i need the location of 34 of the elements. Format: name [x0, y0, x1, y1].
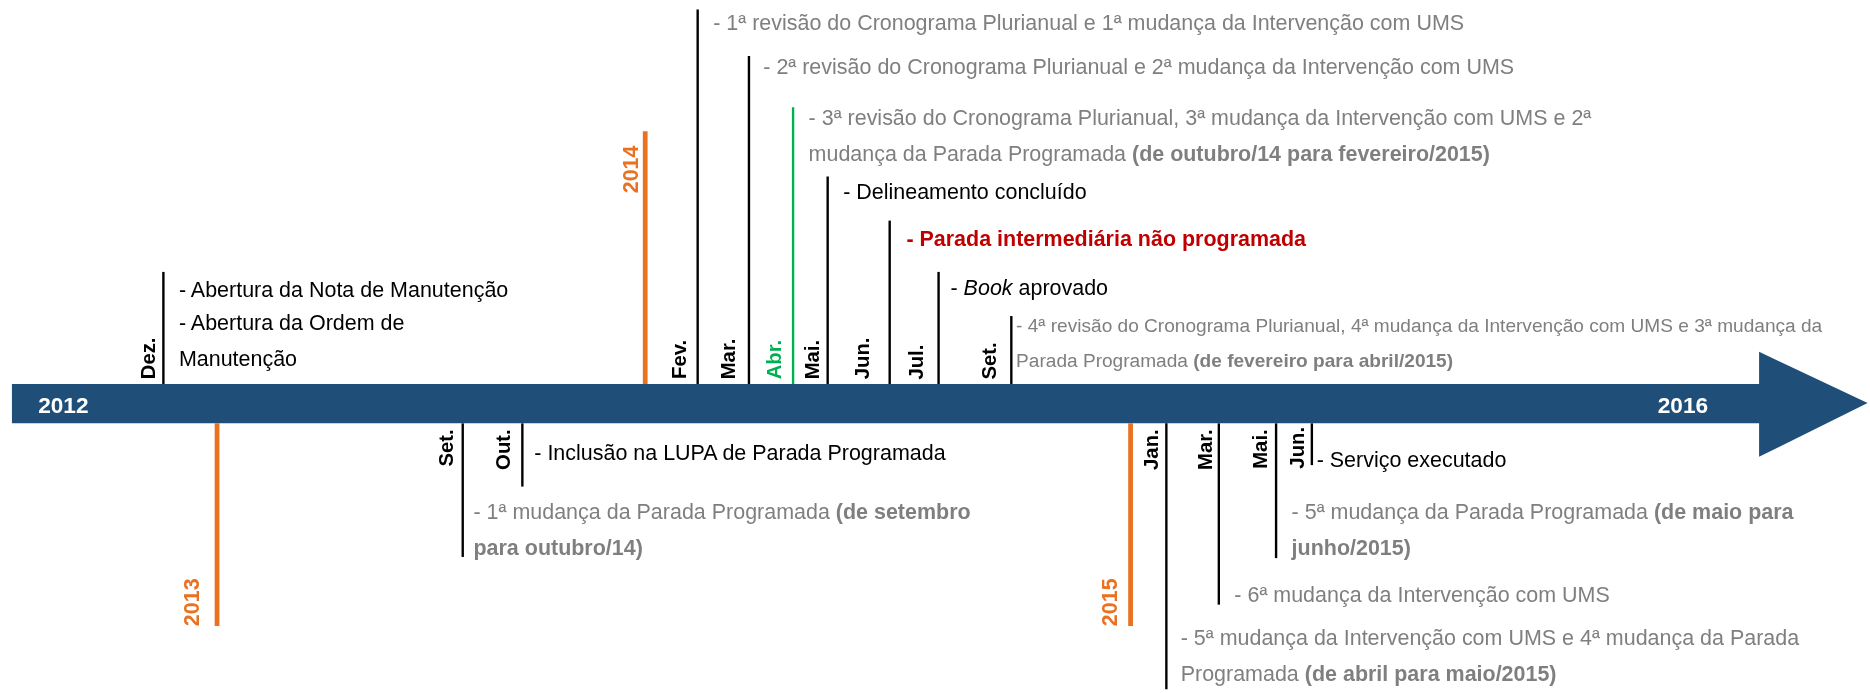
event-note: - 3ª revisão do Cronograma Plurianual, 3ª mudança da Intervenção com UMS e 2ª mudança da Parada Programada (de outubro/14 para fevereiro/2015) [808, 105, 1593, 168]
month-label: Mar. [1192, 429, 1218, 470]
event-note: - Abertura da Nota de Manutenção [178, 276, 509, 304]
event-note: - Inclusão na LUPA de Parada Programada [534, 440, 946, 468]
event-note: - 2ª revisão do Cronograma Plurianual e 2ª mudança da Intervenção com UMS [763, 53, 1515, 81]
year-label: 2016 [1657, 391, 1709, 420]
event-note: - 5ª mudança da Parada Programada (de maio para junho/2015) [1291, 498, 1795, 562]
event-note: - Parada intermediária não programada [906, 225, 1307, 253]
month-label: Abr. [762, 339, 787, 380]
month-label: Dez. [136, 337, 161, 380]
month-label: Mai. [800, 339, 826, 380]
month-label: Mar. [715, 338, 741, 380]
month-label: Jul. [904, 344, 929, 380]
event-note: - 1ª mudança da Parada Programada (de setembro para outubro/14) [473, 498, 972, 562]
event-note: - 1ª revisão do Cronograma Plurianual e 1ª mudança da Intervenção com UMS [713, 9, 1465, 37]
month-label: Out. [491, 429, 517, 470]
month-label: Jan. [1139, 429, 1164, 470]
year-label: 2015 [1097, 578, 1124, 627]
event-note: - 6ª mudança da Intervenção com UMS [1234, 582, 1610, 610]
event-note: - Book aprovado [950, 274, 1109, 302]
event-note: - Abertura da Ordem de Manutenção [178, 310, 406, 373]
event-note: - 5ª mudança da Intervenção com UMS e 4ª mudança da Parada Programada (de abril para maio/2015) [1180, 625, 1801, 688]
month-label: Jun. [1284, 426, 1310, 469]
month-label: Set. [434, 429, 459, 467]
month-label: Jun. [850, 337, 876, 380]
month-label: Mai. [1247, 429, 1273, 469]
event-note: - Delineamento concluído [843, 179, 1087, 206]
year-label: 2013 [179, 578, 205, 627]
month-label: Fev. [666, 339, 692, 379]
event-note: - 4ª revisão do Cronograma Plurianual, 4ª mudança da Intervenção com UMS e 3ª mudança da Parada Programada (de fevereiro para abril/2015) [1016, 313, 1824, 373]
event-note: - Serviço executado [1316, 447, 1507, 475]
year-label: 2014 [617, 145, 644, 194]
year-label: 2012 [38, 391, 89, 420]
month-label: Set. [976, 342, 1002, 380]
